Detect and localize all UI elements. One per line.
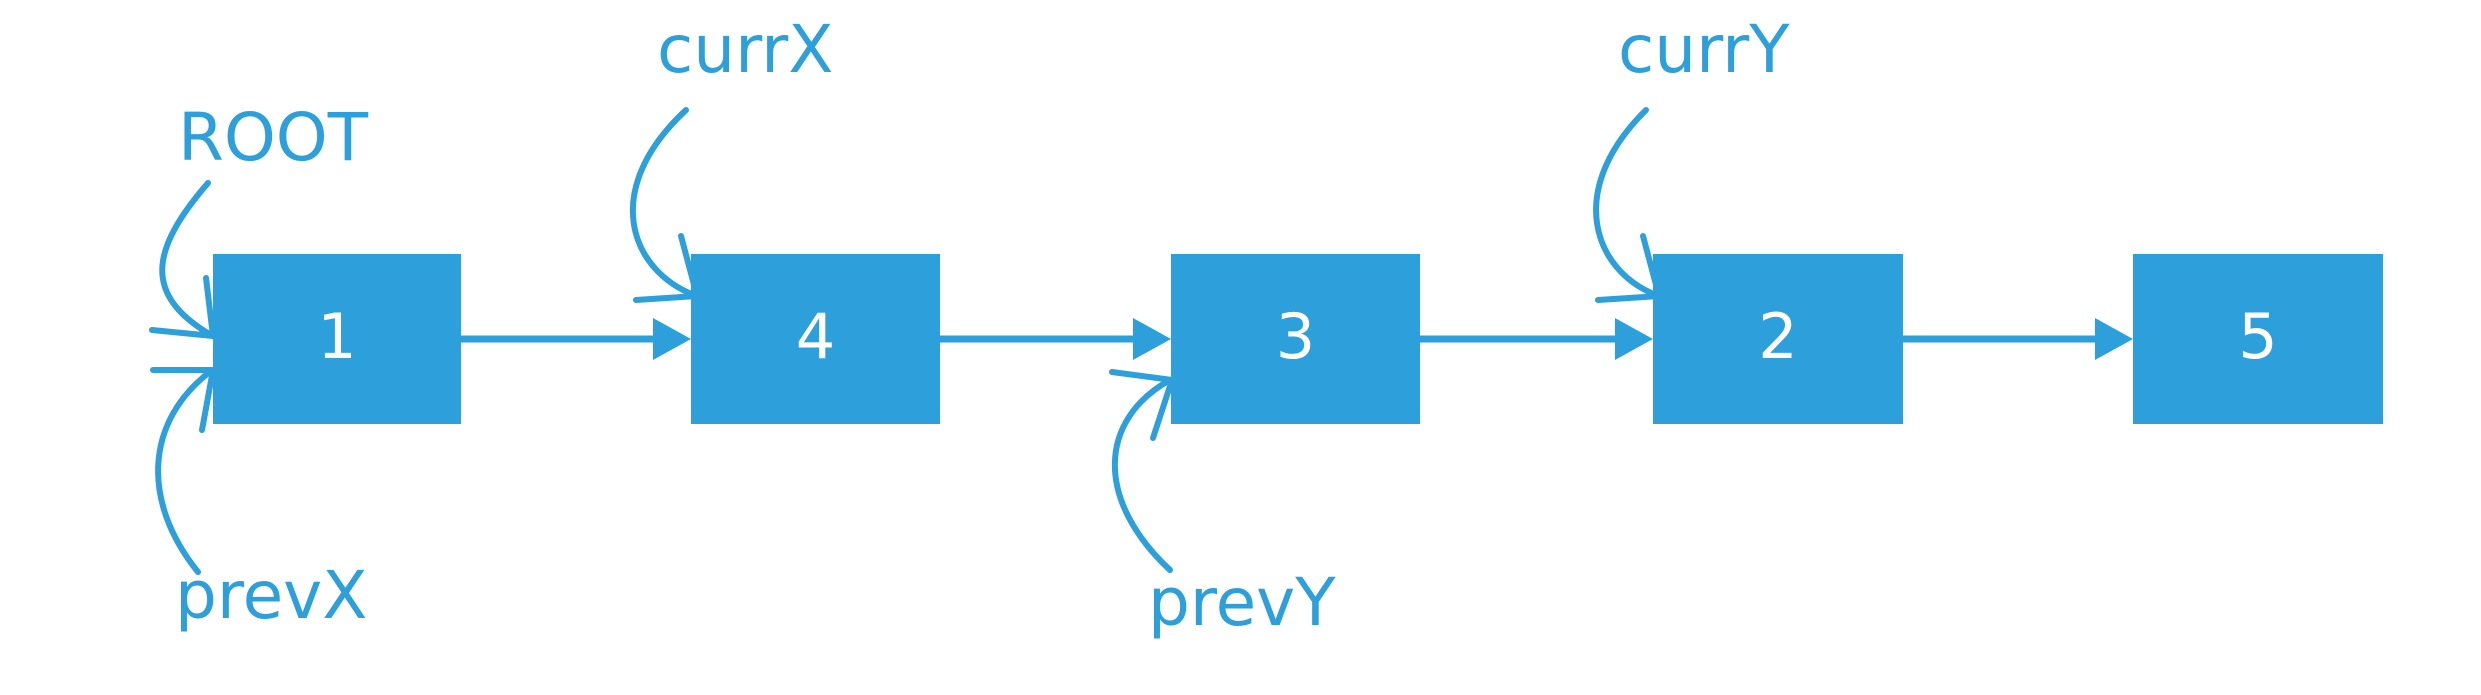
pointer-annotations-group (149, 107, 1662, 575)
pointer-curve-currX (630, 107, 697, 298)
list-node-value-1: 1 (317, 300, 356, 373)
list-node-box-1[interactable] (213, 254, 461, 424)
pointer-labels-group: ROOT prevX currX prevY currY (175, 11, 1790, 641)
list-node-value-5: 5 (2238, 300, 2277, 373)
pointer-label-prevY: prevY (1148, 564, 1336, 641)
list-node-box-4[interactable] (691, 254, 940, 424)
pointer-arrowhead-icon-root (149, 275, 216, 339)
pointer-arrowhead-icon-prevX (150, 367, 216, 433)
pointer-label-prevX: prevX (175, 557, 367, 634)
link-arrowhead-icon-n4-to-n3 (1133, 318, 1171, 360)
pointer-label-currX: currX (657, 11, 833, 88)
link-arrowhead-icon-n3-to-n2 (1615, 318, 1653, 360)
list-node-value-4: 4 (796, 300, 835, 373)
list-node-value-2: 2 (1758, 300, 1797, 373)
pointer-curve-prevY (1111, 377, 1173, 573)
pointer-arrowhead-icon-currY (1595, 233, 1662, 303)
list-node-box-3[interactable] (1171, 254, 1420, 424)
pointer-curve-root (159, 180, 214, 338)
pointer-label-root: ROOT (178, 99, 369, 176)
node-links-group (461, 318, 2133, 360)
list-nodes-group: 1 4 3 2 5 (213, 254, 2383, 424)
link-arrowhead-icon-n2-to-n5 (2095, 318, 2133, 360)
pointer-arrowhead-icon-prevY (1109, 369, 1175, 441)
pointer-label-currY: currY (1618, 11, 1790, 88)
pointer-arrowhead-icon-currX (633, 233, 700, 303)
pointer-curve-currY (1593, 107, 1659, 298)
list-node-box-5[interactable] (2133, 254, 2383, 424)
pointer-curve-prevX (155, 368, 214, 575)
list-node-value-3: 3 (1276, 300, 1315, 373)
link-arrowhead-icon-n1-to-n4 (653, 318, 691, 360)
list-node-box-2[interactable] (1653, 254, 1903, 424)
